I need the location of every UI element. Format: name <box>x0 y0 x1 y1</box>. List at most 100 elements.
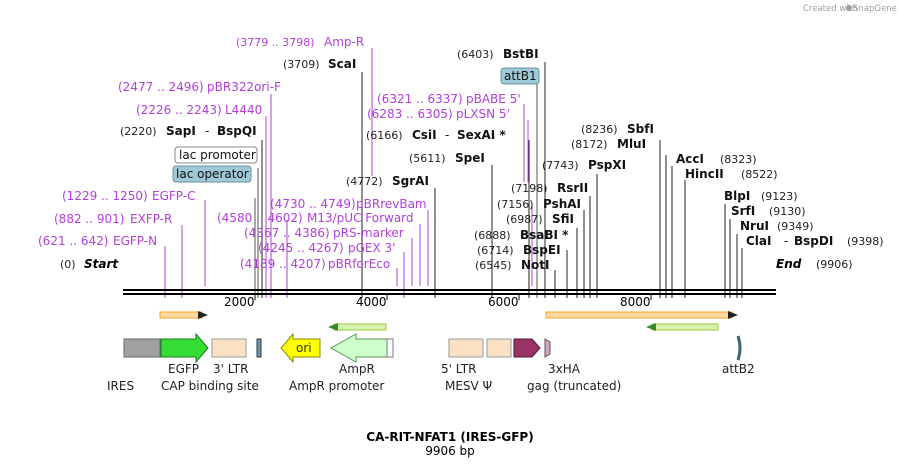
primer-pos: (4730 .. 4749) <box>270 197 356 211</box>
start-label: Start <box>84 257 119 271</box>
attb1-bubble[interactable] <box>500 67 540 85</box>
primer-pos: (6321 .. 6337) <box>377 92 463 106</box>
primer-pos: (2226 .. 2243) <box>136 103 222 117</box>
feature-label-ltr5: 5' LTR <box>441 362 476 376</box>
watermark-brand: SnapGene <box>853 4 897 14</box>
enzyme-name[interactable]: BsaBI * <box>520 228 569 242</box>
primer-name[interactable]: pRS-marker <box>333 226 404 240</box>
orf-arrow <box>545 311 733 319</box>
ampr-promoter-feature <box>386 338 394 358</box>
lac-promoter-bubble[interactable] <box>174 146 258 164</box>
enzyme-name[interactable]: BstBI <box>503 47 539 61</box>
enzyme-pos: (6987) <box>506 213 543 226</box>
primer-name[interactable]: pBRrevBam <box>356 197 427 211</box>
enzyme-name[interactable]: BspQI <box>217 124 257 138</box>
feature-label-attb2: attB2 <box>722 362 755 376</box>
feature-label-gag: gag (truncated) <box>527 379 621 393</box>
tick-label: 2000 <box>224 295 255 309</box>
enzyme-name[interactable]: ClaI <box>746 234 771 248</box>
feature-label-mesv: MESV Ψ <box>445 379 492 393</box>
start-pos: (0) <box>60 258 76 271</box>
enzyme-name[interactable]: PspXI <box>588 158 626 172</box>
primer-pos: (882 .. 901) <box>54 212 124 226</box>
enzyme-name[interactable]: MluI <box>617 137 646 151</box>
enzyme-name[interactable]: PshAI <box>543 197 581 211</box>
orf-arrow-head <box>198 311 208 319</box>
orf-arrow <box>333 323 387 331</box>
primer-name[interactable]: Amp-R <box>324 35 364 49</box>
enzyme-name[interactable]: SbfI <box>627 122 654 136</box>
tick-label: 6000 <box>488 295 519 309</box>
primer-name[interactable]: pLXSN 5' <box>456 107 510 121</box>
primer-pos: (3779 .. 3798) <box>236 36 315 49</box>
primer-pos: (621 .. 642) <box>38 234 108 248</box>
svg-text:-: - <box>445 128 449 142</box>
orf-arrow-head <box>328 323 338 331</box>
enzyme-pos: (5611) <box>409 152 446 165</box>
feature-label-ha: 3xHA <box>548 362 581 376</box>
primer-name[interactable]: EGFP-C <box>152 189 195 203</box>
enzyme-name[interactable]: RsrII <box>557 181 588 195</box>
enzyme-name[interactable]: SapI <box>166 124 196 138</box>
primer-name[interactable]: pBRforEco <box>328 257 390 271</box>
feature-label-ampr: AmpR <box>339 362 375 376</box>
map-length: 9906 bp <box>425 444 475 458</box>
backbone-top <box>123 289 776 291</box>
enzyme-pos: (6545) <box>475 259 512 272</box>
enzyme-name[interactable]: AccI <box>676 152 704 166</box>
feature-label-ampr-promoter: AmpR promoter <box>289 379 384 393</box>
backbone-bottom <box>123 293 776 295</box>
features <box>123 332 742 364</box>
primer-name[interactable]: L4440 <box>225 103 262 117</box>
primer-pos: (1229 .. 1250) <box>62 189 148 203</box>
enzyme-pos: (6166) <box>366 129 403 142</box>
enzyme-pos: (9398) <box>847 235 884 248</box>
primer-pos: (2477 .. 2496) <box>118 80 204 94</box>
enzyme-name[interactable]: BlpI <box>724 189 750 203</box>
axis-ticks <box>254 295 652 300</box>
enzyme-pos: (6403) <box>457 48 494 61</box>
enzyme-name[interactable]: BspDI <box>794 234 833 248</box>
primer-lines <box>164 48 533 298</box>
lac-operator-label: lac operator <box>176 167 249 181</box>
end-pos: (9906) <box>816 258 853 271</box>
enzyme-name[interactable]: ScaI <box>328 57 356 71</box>
primer-name[interactable]: pBR322ori-F <box>207 80 281 94</box>
primer-name[interactable]: M13/pUC Forward <box>307 211 414 225</box>
enzyme-pos: (2220) <box>120 125 157 138</box>
enzyme-name[interactable]: SpeI <box>455 151 485 165</box>
enzyme-name[interactable]: HincII <box>685 167 724 181</box>
enzyme-name[interactable]: CsiI <box>412 128 437 142</box>
enzyme-name[interactable]: SrfI <box>731 204 755 218</box>
enzyme-pos: (8236) <box>581 123 618 136</box>
orf-arrow <box>651 323 719 331</box>
enzyme-name[interactable]: NruI <box>740 219 769 233</box>
enzyme-name[interactable]: SgrAI <box>392 174 429 188</box>
enzyme-pos: (7743) <box>542 159 579 172</box>
watermark-text: Created with <box>803 4 857 14</box>
enzyme-pos: (9123) <box>761 190 798 203</box>
lac-operator-bubble[interactable] <box>172 165 252 183</box>
svg-text:-: - <box>205 124 209 138</box>
tick-label: 4000 <box>356 295 387 309</box>
primer-pos: (6283 .. 6305) <box>367 107 453 121</box>
enzyme-pos: (9349) <box>777 220 814 233</box>
enzyme-pos: (9130) <box>769 205 806 218</box>
enzyme-name[interactable]: BspEI <box>523 243 561 257</box>
primer-name[interactable]: EGFP-N <box>113 234 157 248</box>
feature-label-cap: CAP binding site <box>161 379 259 393</box>
enzyme-name[interactable]: NotI <box>521 258 550 272</box>
primer-name[interactable]: pGEX 3' <box>348 241 395 255</box>
primer-pos: (4189 .. 4207) <box>240 257 326 271</box>
ltr5-feature <box>448 338 484 358</box>
primer-name[interactable]: EXFP-R <box>130 212 172 226</box>
enzyme-pos: (6888) <box>474 229 511 242</box>
enzyme-pos: (8172) <box>571 138 608 151</box>
orf-arrow-head <box>728 311 738 319</box>
enzyme-pos: (6714) <box>477 244 514 257</box>
enzyme-name[interactable]: SexAI * <box>457 128 506 142</box>
ampr-feature <box>329 333 391 363</box>
enzyme-name[interactable]: SfiI <box>552 212 574 226</box>
primer-name[interactable]: pBABE 5' <box>466 92 521 106</box>
